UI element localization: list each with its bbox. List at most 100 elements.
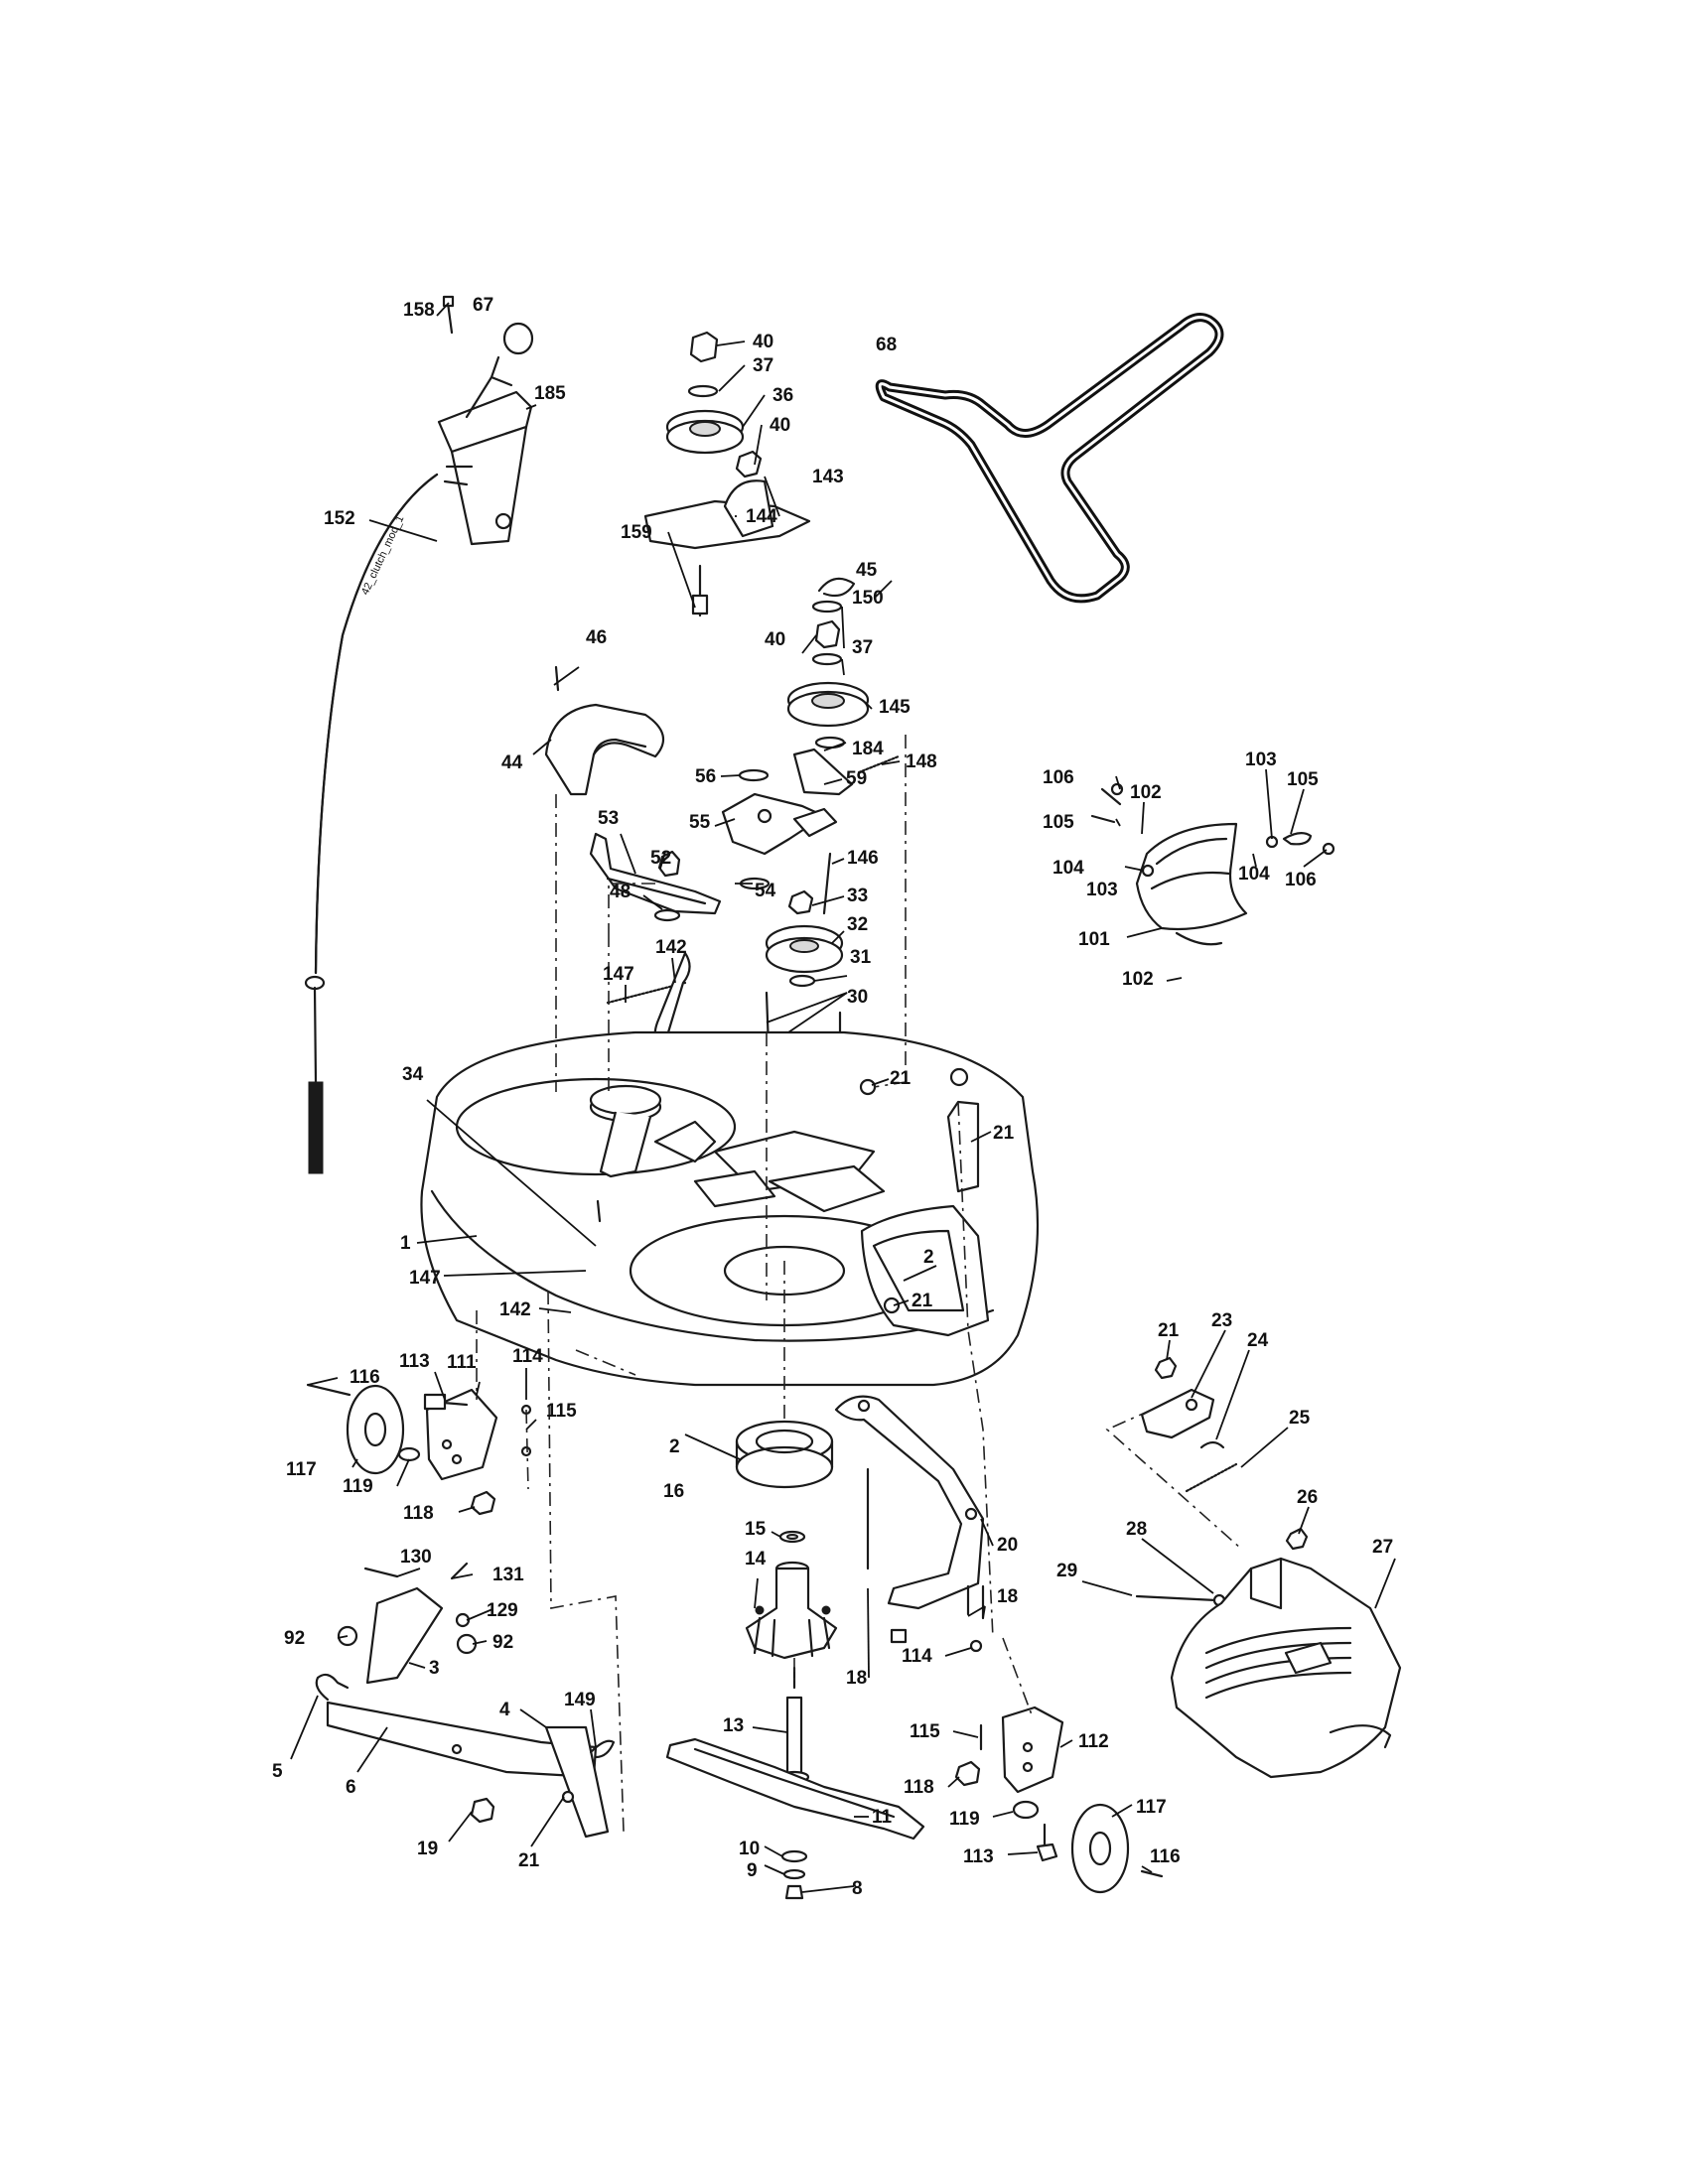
callout-67: 67 xyxy=(473,295,493,316)
callout-21c: 21 xyxy=(912,1291,933,1311)
front-hanger-assembly xyxy=(315,1562,616,1839)
callout-113a: 113 xyxy=(399,1351,430,1372)
callout-40c: 40 xyxy=(765,629,785,650)
spindle-assembly xyxy=(735,1420,838,1784)
callout-118a: 118 xyxy=(403,1503,434,1524)
callout-131: 131 xyxy=(492,1565,524,1585)
callout-115a: 115 xyxy=(546,1401,577,1422)
rear-baffle-bracket xyxy=(834,1395,985,1644)
center-pulley-assembly xyxy=(765,889,844,1089)
callout-21e: 21 xyxy=(1158,1320,1180,1341)
mower-blade xyxy=(665,1737,925,1900)
callout-144: 144 xyxy=(746,506,777,527)
callout-117b: 117 xyxy=(1136,1797,1167,1818)
callout-20: 20 xyxy=(997,1535,1018,1556)
callout-118b: 118 xyxy=(904,1777,934,1798)
callout-115b: 115 xyxy=(910,1721,940,1742)
callout-92b: 92 xyxy=(492,1632,513,1653)
callout-23: 23 xyxy=(1211,1310,1232,1331)
callout-106b: 106 xyxy=(1285,870,1317,890)
callout-33: 33 xyxy=(847,886,868,906)
callout-21d: 21 xyxy=(518,1850,540,1871)
callout-142b: 142 xyxy=(499,1299,531,1320)
callout-5: 5 xyxy=(272,1761,283,1782)
callout-104a: 104 xyxy=(1052,858,1084,879)
callout-31: 31 xyxy=(850,947,872,968)
callout-11: 11 xyxy=(872,1807,893,1828)
callout-18a: 18 xyxy=(997,1586,1018,1607)
callout-1: 1 xyxy=(400,1233,411,1254)
callout-105a: 105 xyxy=(1287,769,1319,790)
callout-labels: 67 158 185 152 40 37 36 40 143 144 159 6… xyxy=(272,295,1393,1899)
callout-102a: 102 xyxy=(1130,782,1162,803)
callout-114b: 114 xyxy=(902,1646,932,1667)
callout-8: 8 xyxy=(852,1878,863,1899)
callout-68: 68 xyxy=(876,335,897,355)
callout-103a: 103 xyxy=(1245,750,1277,770)
clutch-handle-assembly xyxy=(437,295,534,546)
callout-15: 15 xyxy=(745,1519,767,1540)
callout-147a: 147 xyxy=(603,964,634,985)
top-idler-assembly xyxy=(643,331,811,617)
callout-19: 19 xyxy=(417,1839,438,1859)
callout-40a: 40 xyxy=(753,332,773,352)
callout-112: 112 xyxy=(1078,1731,1109,1752)
callout-26: 26 xyxy=(1297,1487,1318,1508)
callout-92a: 92 xyxy=(284,1628,305,1649)
callout-159: 159 xyxy=(621,522,652,543)
callout-113b: 113 xyxy=(963,1846,994,1867)
callout-149: 149 xyxy=(564,1690,596,1710)
callout-24: 24 xyxy=(1247,1330,1269,1351)
callout-105b: 105 xyxy=(1043,812,1074,833)
callout-150: 150 xyxy=(852,588,884,609)
callout-45: 45 xyxy=(856,560,878,581)
callout-102b: 102 xyxy=(1122,969,1154,990)
callout-145: 145 xyxy=(879,697,911,718)
callout-119a: 119 xyxy=(343,1476,373,1497)
callout-28: 28 xyxy=(1126,1519,1147,1540)
callout-44: 44 xyxy=(501,752,523,773)
callout-9: 9 xyxy=(747,1860,758,1881)
callout-146: 146 xyxy=(847,848,879,869)
callout-34: 34 xyxy=(402,1064,424,1085)
callout-56: 56 xyxy=(695,766,716,787)
callout-53: 53 xyxy=(598,808,619,829)
callout-59: 59 xyxy=(846,768,867,789)
callout-2b: 2 xyxy=(669,1436,680,1457)
callout-119b: 119 xyxy=(949,1809,980,1830)
callout-40b: 40 xyxy=(770,415,790,436)
callout-148: 148 xyxy=(906,751,937,772)
callout-16: 16 xyxy=(663,1481,684,1502)
callout-117a: 117 xyxy=(286,1459,317,1480)
drive-belt xyxy=(875,313,1224,604)
callout-18b: 18 xyxy=(846,1668,867,1689)
callout-36: 36 xyxy=(772,385,793,406)
mower-deck xyxy=(420,1030,1040,1387)
belt-guard xyxy=(544,665,665,796)
callout-152: 152 xyxy=(324,508,355,529)
callout-111: 111 xyxy=(447,1352,477,1373)
discharge-chute-assembly xyxy=(1135,1356,1402,1779)
callout-184: 184 xyxy=(852,739,884,759)
callout-37b: 37 xyxy=(852,637,873,658)
callout-46: 46 xyxy=(586,627,607,648)
callout-130: 130 xyxy=(400,1547,432,1568)
callout-29: 29 xyxy=(1056,1561,1077,1581)
callout-52: 52 xyxy=(650,848,671,869)
callout-142a: 142 xyxy=(655,937,687,958)
callout-54: 54 xyxy=(755,881,776,901)
cable-marking: 42_clutch_mod_1 xyxy=(359,513,407,597)
callout-25: 25 xyxy=(1289,1408,1311,1429)
callout-101: 101 xyxy=(1078,929,1110,950)
right-gauge-wheel-assembly xyxy=(954,1639,1164,1894)
callout-129: 129 xyxy=(487,1600,518,1621)
callout-13: 13 xyxy=(723,1715,744,1736)
callout-27: 27 xyxy=(1372,1537,1393,1558)
callout-30: 30 xyxy=(847,987,868,1008)
callout-48: 48 xyxy=(610,882,631,902)
callout-4: 4 xyxy=(499,1700,510,1720)
callout-21a: 21 xyxy=(890,1068,912,1089)
callout-106a: 106 xyxy=(1043,767,1074,788)
callout-14: 14 xyxy=(745,1549,767,1570)
